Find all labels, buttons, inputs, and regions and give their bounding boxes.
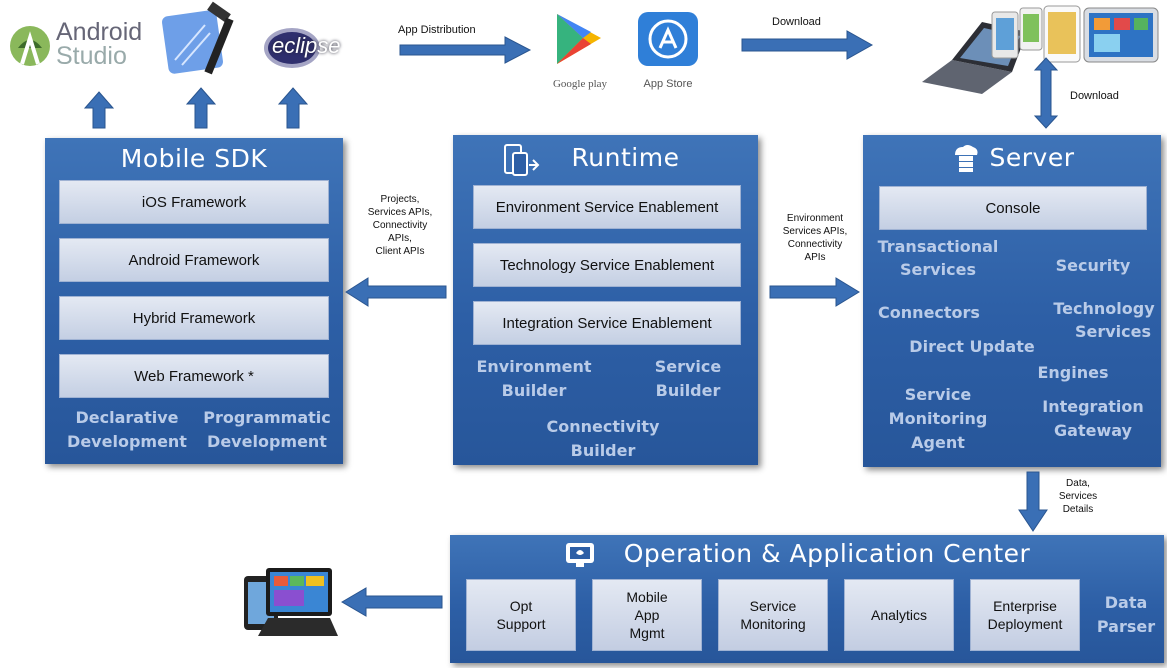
sdk-up-arrow-1 [83,91,115,129]
direct-update-label: Direct Update [909,337,1035,356]
engines-label: Engines [1037,363,1109,382]
runtime-title: Runtime [571,143,680,172]
analytics-box: Analytics [844,579,954,651]
xcode-hammer-icon [162,1,234,75]
app-distribution-arrow [399,36,532,64]
hybrid-framework-box: Hybrid Framework [59,296,329,340]
download-vertical-arrow [1033,57,1059,129]
ops-monitor-icon [566,543,594,567]
environment-service-enablement-box: Environment Service Enablement [473,185,741,229]
android-studio-label-1: Android [56,18,143,46]
app-store-icon [638,12,698,66]
download-top-label: Download [772,16,821,28]
security-label: Security [1055,256,1131,275]
eclipse-logo: eclipse [262,26,362,68]
web-framework-box: Web Framework * [59,354,329,398]
android-framework-box: Android Framework [59,238,329,282]
eclipse-icon [264,28,320,68]
server-title: Server [989,143,1075,172]
devices-illustration-bottom [244,568,338,636]
devices-illustration-top [922,5,1159,94]
android-studio-logo: Android Studio [8,18,158,70]
google-play-icon [557,14,601,64]
android-studio-label-2: Studio [56,42,127,70]
android-studio-icon [10,26,50,66]
runtime-to-sdk-arrow [345,277,447,307]
download-right-label: Download [1070,90,1119,102]
mobile-sdk-title: Mobile SDK [120,144,268,173]
ios-framework-box: iOS Framework [59,180,329,224]
runtime-panel: Runtime Environment Service Enablement T… [453,135,758,465]
sdk-up-arrow-2 [185,87,217,129]
technology-service-enablement-box: Technology Service Enablement [473,243,741,287]
mobile-sdk-panel: Mobile SDK iOS Framework Android Framewo… [45,138,343,464]
sdk-up-arrow-3 [277,87,309,129]
ops-title: Operation & Application Center [623,539,1031,568]
runtime-to-server-arrow [769,277,860,307]
download-top-arrow [741,30,874,60]
ops-to-devices-arrow [341,587,443,617]
server-to-ops-arrow [1018,471,1048,532]
connectors-label: Connectors [878,303,980,322]
app-distribution-label: App Distribution [398,24,476,36]
integration-service-enablement-box: Integration Service Enablement [473,301,741,345]
server-cloud-icon [955,145,978,172]
eclipse-label: eclipse [272,33,341,58]
google-play-label: Google play [552,78,608,90]
runtime-devices-icon [504,144,540,176]
app-store-label: App Store [643,78,693,90]
console-box: Console [879,186,1147,230]
